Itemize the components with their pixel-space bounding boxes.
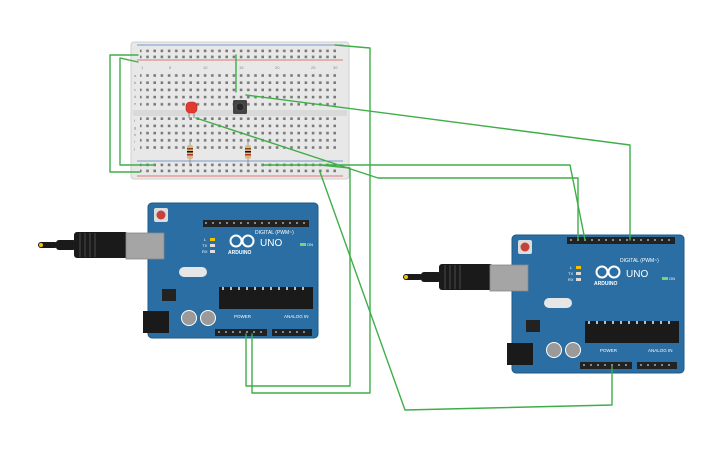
row-letter: d [134,94,136,99]
col-number: 1 [141,65,144,70]
on-label: ON [307,242,313,247]
analog-header[interactable] [637,362,677,369]
wire-bottom-to-right-power[interactable] [319,171,613,411]
arduino-logo-icon [595,265,621,279]
reset-button[interactable] [520,242,530,252]
led-body [185,101,198,114]
l-label: L [570,265,573,270]
analog-label: ANALOG IN [648,348,673,353]
power-label: POWER [234,314,252,319]
digital-label: DIGITAL (PWM~) [255,230,294,236]
voltage-regulator [526,320,540,332]
usb-plug-tip [404,275,408,279]
atmega-chip [219,287,313,309]
row-letter: i [134,139,135,144]
on-led [662,277,668,280]
tx-label: TX [568,271,573,276]
wire-rail-right-to-left-power[interactable] [251,44,371,394]
resistor-2[interactable] [245,141,251,164]
l-led [210,238,215,241]
power-jack[interactable] [143,311,169,333]
on-led [300,243,306,246]
usb-plug-body [74,232,128,258]
rail-bottom-holes [140,163,340,175]
arduino-logo-icon [229,234,255,248]
power-jack[interactable] [507,343,533,365]
atmega-chip [585,321,679,343]
model-label: UNO [626,269,648,280]
usb-cable [421,272,441,282]
col-number: 5 [169,65,172,70]
resistor-1[interactable] [187,141,193,164]
l-led [576,266,581,269]
row-letter: h [134,132,136,137]
capacitor-2 [200,310,216,326]
col-number: 10 [203,65,208,70]
crystal [179,267,207,277]
tx-led [576,272,581,275]
digital-label: DIGITAL (PWM~) [620,258,659,264]
button-cap [235,102,245,112]
model-label: UNO [260,238,282,249]
col-number: 15 [239,65,244,70]
row-letter: c [134,87,136,92]
l-label: L [204,237,207,242]
rx-label: RX [202,249,208,254]
analog-label: ANALOG IN [284,314,309,319]
wire-rail-left-loop-2[interactable] [119,57,156,166]
wire-rail-left-loop[interactable] [109,54,141,173]
wire-button-to-right-digital[interactable] [245,94,631,241]
power-label: POWER [600,348,618,353]
rx-led [576,278,581,281]
usb-plug-body [439,264,493,290]
wire-rail-right-to-left-power-2[interactable] [245,164,351,387]
arduino-uno-right[interactable]: DIGITAL (PWM~) L TX RX ON ARDUINO UNO PO… [403,234,685,374]
usb-port[interactable] [489,264,529,292]
capacitor-2 [565,342,581,358]
wire-rail-to-right-digital[interactable] [261,164,586,241]
crystal [544,298,572,308]
brand-label: ARDUINO [594,281,617,287]
row-letter: j [133,146,135,151]
rx-label: RX [568,277,574,282]
row-letter: e [134,101,137,106]
row-letter: g [134,125,136,130]
arduino-uno-left[interactable]: DIGITAL (PWM~) L TX RX ON ARDUINO UNO [38,202,319,339]
terminal-strip-bottom [140,117,340,153]
red-led[interactable] [185,101,198,118]
on-label: ON [669,276,675,281]
usb-port[interactable] [125,232,165,260]
row-letter: b [134,80,137,85]
rx-led [210,250,215,253]
col-number: 20 [275,65,280,70]
col-number: 30 [333,65,338,70]
col-number: 25 [311,65,316,70]
wire-led-to-right-digital[interactable] [195,117,579,241]
capacitor-1 [181,310,197,326]
pushbutton[interactable] [233,100,247,114]
usb-cable [56,240,76,250]
rail-top-holes [140,47,340,59]
tx-led [210,244,215,247]
usb-plug-tip [39,243,43,247]
tx-label: TX [202,243,207,248]
brand-label: ARDUINO [228,250,251,256]
reset-button[interactable] [156,210,166,220]
analog-header[interactable] [272,329,312,336]
row-letter: a [134,73,137,78]
row-letter: f [134,118,136,123]
voltage-regulator [162,289,176,301]
capacitor-1 [546,342,562,358]
